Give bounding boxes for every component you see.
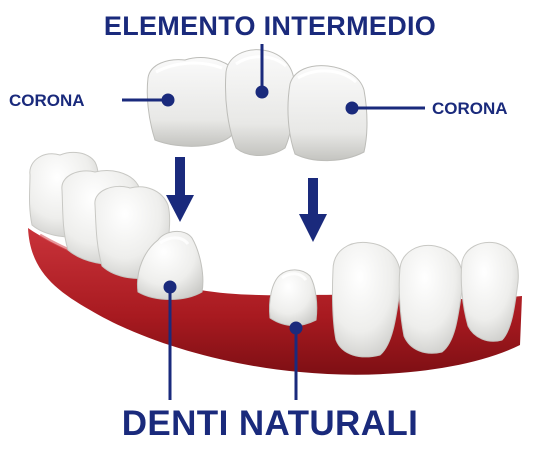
leader-corona-left bbox=[122, 93, 175, 107]
leader-abutment-right bbox=[289, 321, 303, 400]
leader-corona-right bbox=[345, 101, 425, 115]
crown-right bbox=[287, 65, 368, 162]
label-corona-left: CORONA bbox=[9, 91, 85, 110]
leader-top bbox=[255, 44, 269, 99]
arrow-down-left-icon bbox=[166, 157, 194, 222]
leader-abutment-left bbox=[163, 280, 177, 400]
bridge bbox=[146, 49, 368, 162]
label-corona-right: CORONA bbox=[432, 99, 508, 118]
abutment-right bbox=[269, 269, 318, 327]
label-denti-naturali: DENTI NATURALI bbox=[121, 404, 419, 443]
arrow-down-right-icon bbox=[299, 178, 327, 242]
front-tooth-1 bbox=[331, 241, 402, 358]
front-tooth-3 bbox=[460, 241, 519, 342]
abutment-left bbox=[136, 231, 204, 300]
front-tooth-2 bbox=[398, 244, 464, 354]
label-elemento-intermedio: ELEMENTO INTERMEDIO bbox=[103, 11, 437, 41]
